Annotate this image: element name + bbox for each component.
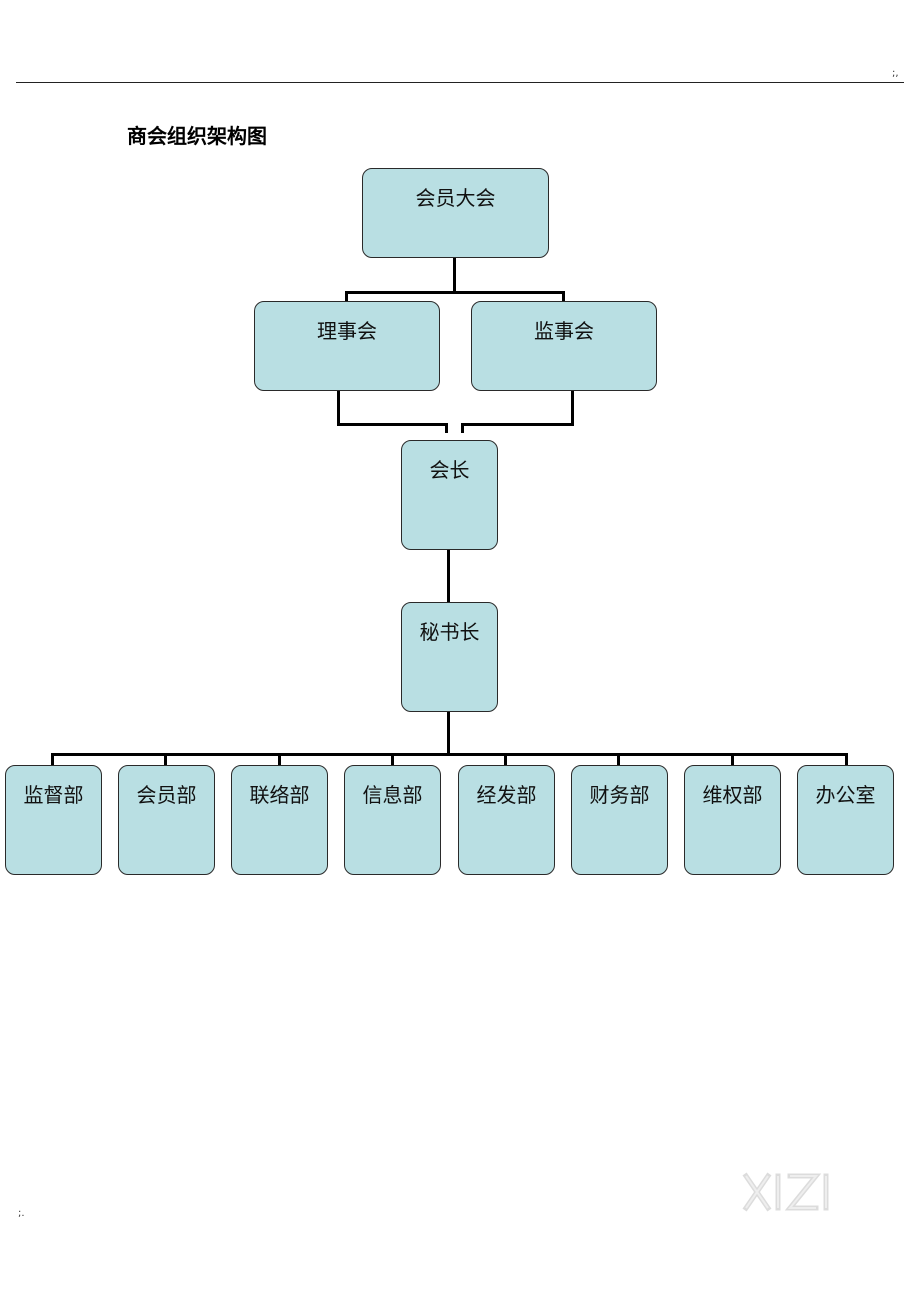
page-title: 商会组织架构图: [127, 124, 267, 148]
node-department: 维权部: [684, 765, 781, 875]
watermark-logo: [742, 1172, 829, 1212]
node-label: 办公室: [815, 783, 876, 807]
node-label: 财务部: [589, 783, 650, 807]
header-rule: [16, 82, 904, 83]
connector-dept-drop: [164, 753, 167, 766]
connector-dept-drop: [731, 753, 734, 766]
node-board-of-supervisors: 监事会: [471, 301, 657, 391]
connector-dept-drop: [278, 753, 281, 766]
node-label: 监督部: [23, 783, 84, 807]
connector-supervisory-down: [571, 390, 574, 426]
node-label: 联络部: [249, 783, 310, 807]
connector-council-left-drop: [345, 291, 348, 303]
header-mark: ;,: [892, 68, 899, 79]
node-label: 理事会: [317, 319, 377, 343]
connector-supervisory-across: [461, 423, 574, 426]
node-secretary-general: 秘书长: [401, 602, 498, 712]
footer-mark: ;.: [18, 1208, 25, 1219]
node-department: 信息部: [344, 765, 441, 875]
node-label: 经发部: [476, 783, 537, 807]
node-department: 财务部: [571, 765, 668, 875]
connector-supervisory-stub: [461, 423, 464, 433]
node-department: 联络部: [231, 765, 328, 875]
node-label: 会长: [429, 458, 470, 482]
connector-dept-drop: [51, 753, 54, 766]
node-label: 监事会: [534, 319, 594, 343]
node-label: 秘书长: [419, 620, 480, 644]
connector-dept-drop: [617, 753, 620, 766]
connector-board-across: [337, 423, 448, 426]
node-department: 监督部: [5, 765, 102, 875]
node-president: 会长: [401, 440, 498, 550]
connector-dept-drop: [845, 753, 848, 766]
node-department: 会员部: [118, 765, 215, 875]
connector-departments-bar: [51, 753, 848, 756]
connector-dept-drop: [504, 753, 507, 766]
node-board-of-directors: 理事会: [254, 301, 440, 391]
node-department: 办公室: [797, 765, 894, 875]
node-label: 会员大会: [415, 186, 496, 210]
node-label: 维权部: [702, 783, 763, 807]
connector-council-right-drop: [562, 291, 565, 303]
node-label: 会员部: [136, 783, 197, 807]
node-label: 信息部: [362, 783, 423, 807]
connector-board-down: [337, 390, 340, 426]
connector-general-assembly-down: [453, 257, 456, 293]
connector-board-stub: [445, 423, 448, 433]
connector-council-bar: [345, 291, 565, 294]
node-general-assembly: 会员大会: [362, 168, 549, 258]
connector-dept-drop: [391, 753, 394, 766]
connector-president-down: [447, 549, 450, 603]
node-department: 经发部: [458, 765, 555, 875]
connector-secretary-down: [447, 711, 450, 755]
